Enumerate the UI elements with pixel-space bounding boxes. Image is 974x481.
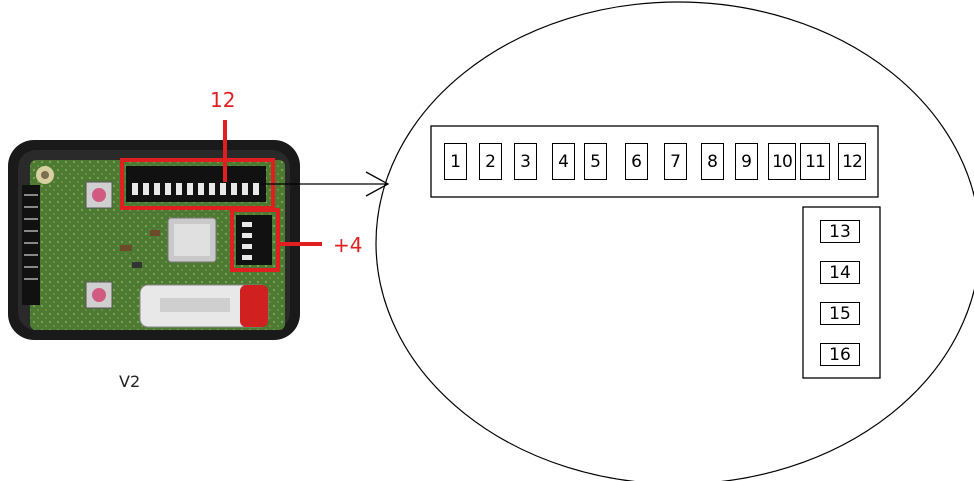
switch-8: 8 <box>701 143 724 180</box>
switch-4: 4 <box>552 143 575 180</box>
extra-count-label: +4 <box>333 233 363 257</box>
switch-7: 7 <box>664 143 687 180</box>
switch-14: 14 <box>820 261 860 284</box>
switch-6: 6 <box>625 143 648 180</box>
switch-13: 13 <box>820 220 860 243</box>
switch-9: 9 <box>735 143 758 180</box>
switch-10: 10 <box>768 143 796 180</box>
switch-5: 5 <box>584 143 607 180</box>
switch-16: 16 <box>820 343 860 366</box>
switch-11: 11 <box>800 143 830 180</box>
switch-12: 12 <box>838 143 866 180</box>
switch-2: 2 <box>479 143 502 180</box>
switch-1: 1 <box>444 143 467 180</box>
switch-15: 15 <box>820 302 860 325</box>
dip-count-label: 12 <box>210 88 236 112</box>
version-label: V2 <box>119 372 141 391</box>
switch-3: 3 <box>514 143 537 180</box>
